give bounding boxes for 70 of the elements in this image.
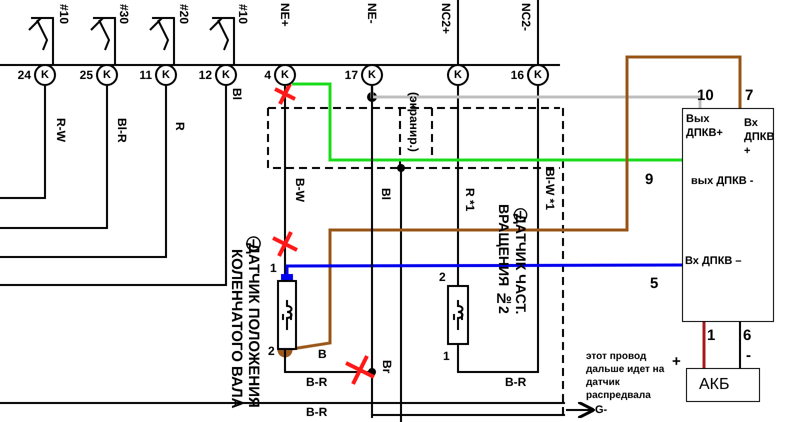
pin-label: Вх ДПКВ + [744, 117, 774, 158]
wire-label: B [318, 348, 327, 360]
wire-label: B-R [505, 376, 526, 388]
wire [566, 400, 596, 420]
pin-label: Вых ДПКВ+ [686, 113, 724, 140]
wire-label: Bl [380, 188, 392, 200]
wire [284, 86, 373, 373]
wire-label: (экранир.) [408, 92, 420, 152]
wire-label: R [174, 122, 186, 131]
pin-number: 12 [198, 69, 212, 81]
sensor-caption: Ⓘ ДАТЧИК ПОЛОЖЕНИЯ КОЛЕНЧАТОГО ВАЛА [228, 223, 262, 408]
pin-label: Вх ДПКВ – [685, 255, 743, 269]
pin-number: 25 [80, 69, 93, 81]
battery-box: АКБ [686, 368, 760, 402]
connector-pin: K [34, 64, 56, 86]
pin-number: 16 [510, 69, 524, 81]
sensor-coil [277, 280, 297, 350]
wire-label: - [746, 348, 751, 363]
wire-label: #20 [178, 4, 190, 24]
wire-label: #10 [237, 4, 249, 24]
connector-pin: K [527, 64, 549, 86]
module-box [682, 108, 774, 322]
wire-label: B-R [306, 376, 328, 388]
pin-label: вых ДПКВ - [691, 175, 754, 189]
wire [739, 322, 741, 368]
wire-label: NC2+ [440, 3, 452, 34]
wire-label: B-W [294, 178, 306, 202]
wire-label: #30 [118, 4, 130, 24]
wire [457, 86, 539, 373]
wire [278, 56, 742, 358]
wire-label: + [672, 354, 681, 369]
connector-pin: K [361, 64, 383, 86]
wire-label: 9 [645, 172, 654, 187]
wire-label: NE- [366, 3, 378, 24]
wire-label: Br [381, 360, 393, 374]
pin-number: 4 [264, 69, 271, 81]
connector-pin: K [447, 64, 469, 86]
connector-pin: K [96, 64, 118, 86]
wire-label: 2 [439, 271, 446, 283]
wire-label: 7 [745, 88, 754, 103]
connector-pin: K [274, 64, 296, 86]
wire-label: Bl-W *1 [544, 168, 556, 210]
wire-label: 10 [697, 88, 714, 103]
wire-label: 2 [268, 345, 275, 357]
wire-label: 1 [270, 262, 277, 274]
wire [457, 86, 459, 285]
wire [702, 322, 706, 368]
wire-label: 5 [650, 276, 658, 291]
wire-label: R *1 [464, 188, 476, 212]
pin-number: 11 [139, 69, 152, 81]
signal-label: G- [595, 403, 611, 418]
connector-pin: K [215, 64, 237, 86]
wire-label: 1 [443, 350, 450, 362]
sensor-coil [447, 285, 469, 345]
wire-label: 1 [707, 328, 716, 343]
wire [292, 82, 682, 162]
wire-label: #10 [58, 4, 70, 24]
wire-label: 6 [743, 328, 752, 343]
wire-label: Bl-R [116, 118, 128, 143]
wire-label: NE+ [279, 3, 291, 27]
wire-label: Bl [231, 88, 243, 100]
wire-label: B-R [306, 406, 328, 418]
wire-label: R-W [55, 118, 67, 142]
sensor-caption: Ⓘ ДАТЧИК ЧАСТ. ВРАЩЕНИЯ №2 [495, 194, 529, 314]
connector-pin: K [155, 64, 177, 86]
wire-label: NC2- [520, 3, 532, 32]
pin-number: 17 [344, 69, 358, 81]
wire [370, 86, 702, 108]
pin-number: 24 [18, 69, 31, 81]
note-text: этот провод дальше идет на датчик распредвала [586, 350, 666, 402]
